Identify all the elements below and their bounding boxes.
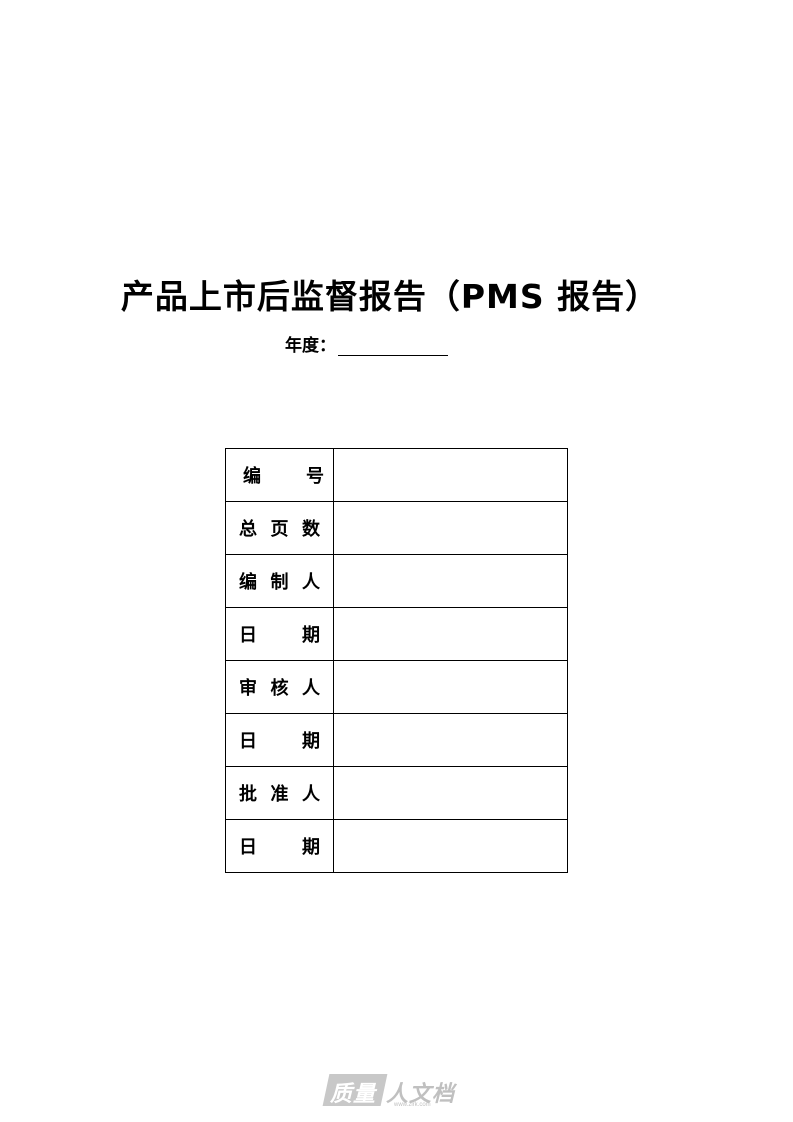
- table-row: 编 号: [225, 448, 568, 502]
- row-value-date[interactable]: [333, 819, 568, 873]
- watermark-box-text: 质量: [330, 1082, 377, 1107]
- table-row: 日 期: [225, 819, 568, 873]
- row-value-total-pages[interactable]: [333, 501, 568, 555]
- table-row: 审 核 人: [225, 660, 568, 714]
- table-row: 日 期: [225, 607, 568, 661]
- table-row: 日 期: [225, 713, 568, 767]
- year-label: 年度：: [285, 336, 336, 356]
- row-label-date: 日 期: [225, 819, 334, 873]
- watermark-text: 人文档: [386, 1082, 456, 1107]
- row-label-date: 日 期: [225, 607, 334, 661]
- row-label-prepared-by: 编 制 人: [225, 554, 334, 608]
- watermark-logo: 质量 人文档 www.zlrk.com: [322, 1074, 466, 1114]
- row-value-reviewed-by[interactable]: [333, 660, 568, 714]
- document-title: 产品上市后监督报告（PMS 报告）: [120, 277, 660, 316]
- row-label-date: 日 期: [225, 713, 334, 767]
- row-value-date[interactable]: [333, 713, 568, 767]
- row-value-number[interactable]: [333, 448, 568, 502]
- table-row: 总 页 数: [225, 501, 568, 555]
- row-label-number: 编 号: [225, 448, 334, 502]
- row-value-approved-by[interactable]: [333, 766, 568, 820]
- row-label-approved-by: 批 准 人: [225, 766, 334, 820]
- year-blank-line[interactable]: [338, 335, 448, 356]
- watermark-url: www.zlrk.com: [394, 1102, 431, 1108]
- table-row: 批 准 人: [225, 766, 568, 820]
- row-value-date[interactable]: [333, 607, 568, 661]
- year-field: 年度：: [285, 332, 448, 356]
- row-value-prepared-by[interactable]: [333, 554, 568, 608]
- approval-table: 编 号 总 页 数 编 制 人: [225, 448, 568, 873]
- row-label-reviewed-by: 审 核 人: [225, 660, 334, 714]
- table-row: 编 制 人: [225, 554, 568, 608]
- row-label-total-pages: 总 页 数: [225, 501, 334, 555]
